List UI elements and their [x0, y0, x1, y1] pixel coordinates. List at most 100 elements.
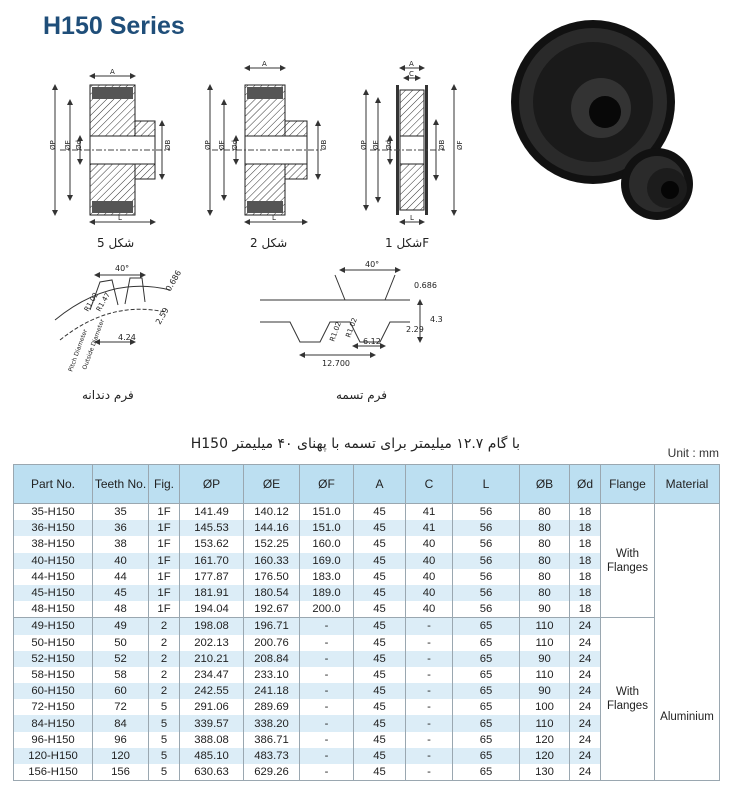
- fig2-dim-d: Ød: [231, 140, 239, 150]
- table-cell: 120: [92, 747, 149, 764]
- fig5-dim-d: Ød: [75, 140, 83, 150]
- column-header: Part No.: [13, 464, 93, 504]
- tooth-caption: فرم دندانه: [82, 388, 134, 402]
- column-header: ØB: [519, 464, 570, 504]
- table-cell: 56: [452, 601, 520, 619]
- table-cell: 84: [92, 715, 149, 732]
- table-cell: 169.0: [299, 552, 354, 569]
- fig5-dim-a: A: [110, 68, 115, 76]
- table-cell: 45: [353, 520, 406, 537]
- tooth-v2: 2.59: [154, 306, 171, 326]
- pulley-photo: [511, 20, 693, 220]
- table-cell: 60: [92, 683, 149, 700]
- table-cell: 18: [569, 568, 601, 585]
- table-cell: 194.04: [179, 601, 244, 619]
- table-cell: 145.53: [179, 520, 244, 537]
- table-cell: 45: [353, 584, 406, 602]
- table-cell: 120-H150: [13, 747, 93, 764]
- table-cell: 24: [569, 650, 601, 667]
- column-header: ØF: [299, 464, 354, 504]
- table-cell: 45: [353, 699, 406, 716]
- fig5-dim-l: L: [118, 214, 122, 222]
- table-cell: 156-H150: [13, 764, 93, 782]
- belt-v3: 2.29: [406, 325, 424, 334]
- table-cell: 2: [148, 650, 180, 667]
- table-cell: -: [299, 764, 354, 782]
- table-cell: 40: [405, 552, 453, 569]
- table-cell: 40: [405, 536, 453, 553]
- table-cell: 40-H150: [13, 552, 93, 569]
- table-cell: 24: [569, 747, 601, 764]
- table-cell: -: [405, 699, 453, 716]
- belt-r1: R1.02: [328, 321, 343, 343]
- technical-drawings: A L ØP ØE Ød ØB A L ØP ØE Ød ØB: [49, 60, 464, 373]
- table-cell: 24: [569, 617, 601, 635]
- table-cell: 485.10: [179, 747, 244, 764]
- table-cell: 141.49: [179, 503, 244, 521]
- table-cell: 45: [353, 503, 406, 521]
- belt-v1: 0.686: [414, 281, 437, 290]
- table-cell: 45: [353, 650, 406, 667]
- fig1f-dim-a: A: [409, 60, 414, 68]
- table-cell: 210.21: [179, 650, 244, 667]
- table-cell: 153.62: [179, 536, 244, 553]
- table-cell: 200.76: [243, 634, 300, 651]
- table-cell: 35: [92, 503, 149, 521]
- unit-label: Unit : mm: [667, 446, 719, 460]
- table-cell: 242.55: [179, 683, 244, 700]
- table-cell: 72-H150: [13, 699, 93, 716]
- table-cell: -: [405, 634, 453, 651]
- table-cell: 5: [148, 764, 180, 782]
- column-header: ØP: [179, 464, 244, 504]
- table-cell: -: [299, 650, 354, 667]
- column-header: L: [452, 464, 520, 504]
- table-cell: 80: [519, 552, 570, 569]
- table-cell: 96-H150: [13, 731, 93, 748]
- table-cell: -: [405, 731, 453, 748]
- table-cell: 65: [452, 699, 520, 716]
- table-cell: 5: [148, 747, 180, 764]
- belt-caption: فرم تسمه: [336, 388, 388, 402]
- table-cell: 198.08: [179, 617, 244, 635]
- table-cell: 151.0: [299, 520, 354, 537]
- table-cell: -: [299, 699, 354, 716]
- table-cell: 48: [92, 601, 149, 619]
- table-cell: 50-H150: [13, 634, 93, 651]
- table-cell: 56: [452, 520, 520, 537]
- table-cell: 45: [92, 584, 149, 602]
- table-cell: 144.16: [243, 520, 300, 537]
- table-cell: -: [405, 747, 453, 764]
- fig5-caption: شکل 5: [97, 236, 135, 250]
- table-cell: 24: [569, 634, 601, 651]
- table-cell: 45: [353, 568, 406, 585]
- table-cell: 196.71: [243, 617, 300, 635]
- table-cell: 38-H150: [13, 536, 93, 553]
- fig5-dim-e: ØE: [64, 140, 72, 150]
- table-cell: 45: [353, 715, 406, 732]
- table-cell: 177.87: [179, 568, 244, 585]
- table-cell: 151.0: [299, 503, 354, 521]
- table-cell: 1F: [148, 568, 180, 585]
- table-cell: 386.71: [243, 731, 300, 748]
- table-cell: -: [405, 764, 453, 782]
- table-cell: 5: [148, 731, 180, 748]
- table-cell: 120: [519, 747, 570, 764]
- table-cell: 24: [569, 731, 601, 748]
- page-title: H150 Series: [43, 12, 185, 40]
- table-cell: 38: [92, 536, 149, 553]
- tooth-outside-label: Outside Diameter: [81, 318, 106, 371]
- fig1f-dim-d: Ød: [385, 140, 393, 150]
- table-cell: 5: [148, 699, 180, 716]
- table-cell: -: [405, 617, 453, 635]
- belt-angle: 40°: [365, 260, 379, 269]
- table-cell: -: [405, 666, 453, 684]
